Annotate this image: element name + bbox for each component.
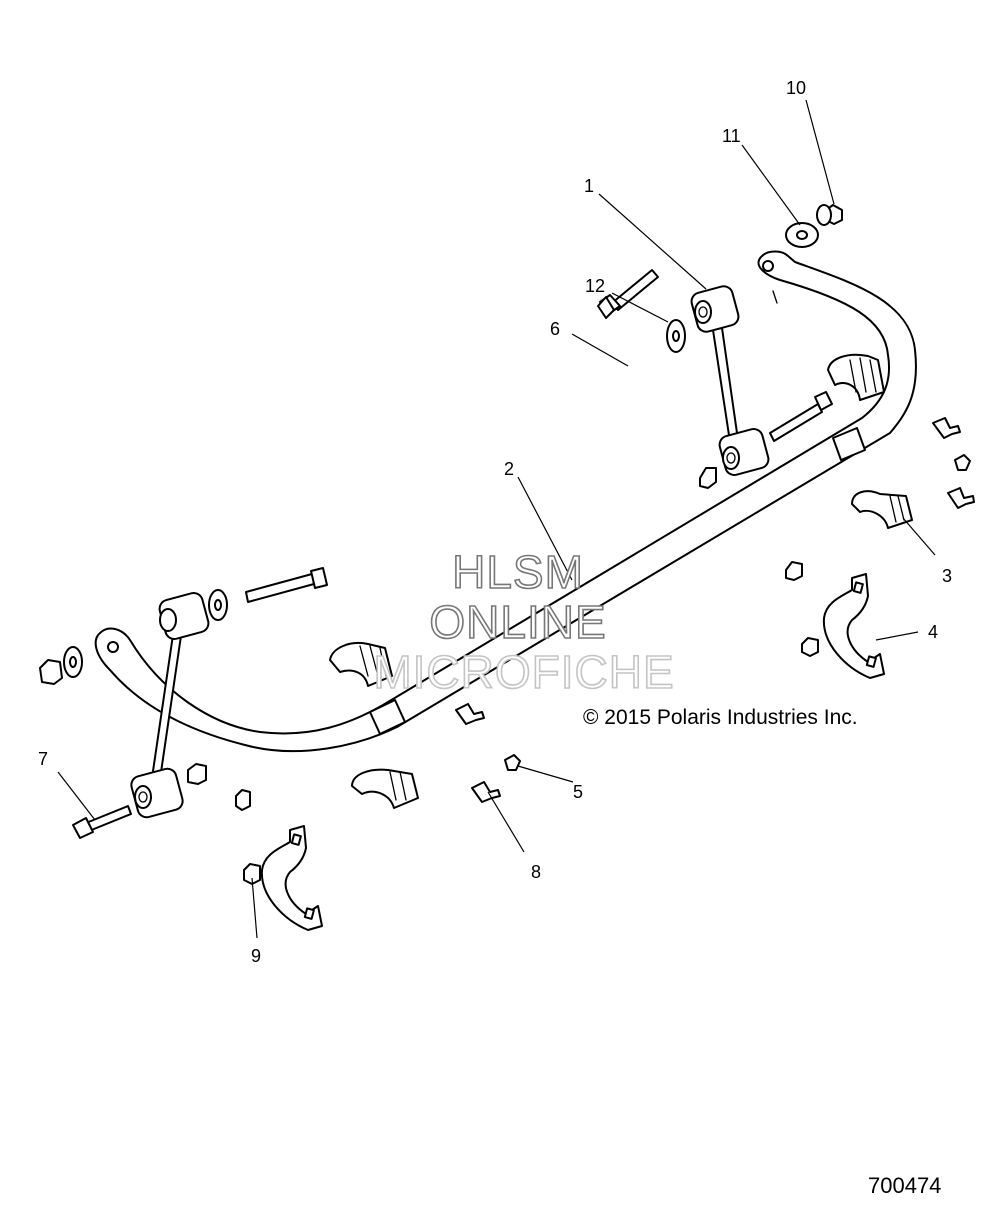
clamp-4-right [822,573,885,679]
copyright-notice: © 2015 Polaris Industries Inc. [583,706,858,729]
washer-left [63,589,228,678]
callout-8: 8 [531,862,541,882]
watermark: HLSM ONLINE MICROFICHE [373,545,675,699]
callout-12: 12 [585,276,605,296]
callout-11: 11 [722,126,741,146]
bushing-3-right [851,490,913,529]
callout-3: 3 [942,566,952,586]
callout-9: 9 [251,946,261,966]
end-link-lower [130,592,210,819]
callout-6: 6 [550,319,560,339]
watermark-line-3: MICROFICHE [373,646,674,698]
stabilizer-bar [94,250,917,753]
bushing-3-upper [827,353,885,401]
bolt-center [245,567,328,603]
bolt-6 [597,269,659,319]
callout-1: 1 [584,176,594,196]
end-link-upper [690,285,770,476]
fittings-5 [504,454,971,771]
bushing-3-center [329,642,393,687]
callout-10: 10 [786,78,806,98]
nut-10 [816,204,843,226]
watermark-line-2: ONLINE [429,596,606,648]
watermark-line-1: HLSM [452,546,584,598]
clamp-4-left [260,825,323,931]
screws-8 [455,417,975,803]
nuts-9 [39,467,819,885]
leader-lines [57,99,936,939]
bushing-3-lower [351,768,419,809]
washer-12 [666,319,686,353]
washer-11 [785,222,819,248]
bolt-7 [72,805,132,839]
callout-2: 2 [504,459,514,479]
callout-5: 5 [573,782,583,802]
callout-7: 7 [38,749,48,769]
callout-4: 4 [928,622,938,642]
bolt-6-right [769,391,833,442]
drawing-number: 700474 [868,1173,941,1198]
callout-numbers: 1 2 3 4 5 6 7 8 9 10 11 12 [38,78,952,966]
